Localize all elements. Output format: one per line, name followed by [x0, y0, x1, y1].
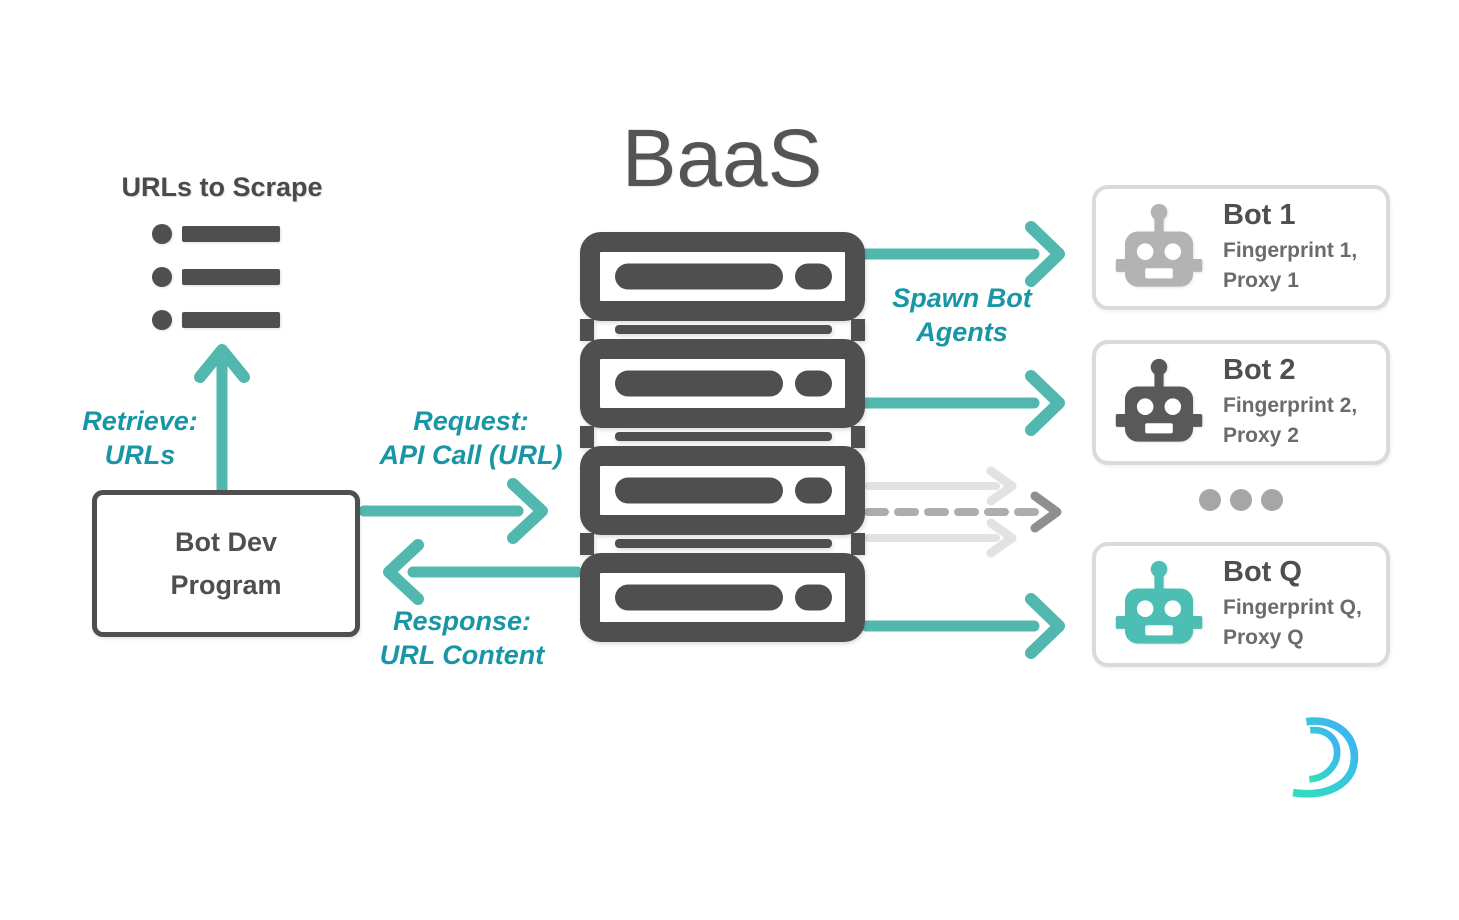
bot-dev-program-box: Bot Dev Program — [92, 490, 360, 637]
server-stack-icon — [580, 232, 865, 642]
bot-name: Bot 1 — [1223, 199, 1296, 231]
server-units — [580, 232, 865, 642]
ellipsis-dot — [1199, 489, 1221, 511]
urls-list-title: URLs to Scrape — [121, 172, 323, 202]
request-label: Request: API Call (URL) — [379, 406, 563, 470]
request-arrow — [358, 478, 548, 544]
response-label: Response: URL Content — [379, 606, 545, 670]
ellipsis-dot — [1230, 489, 1252, 511]
bot-card-q: Bot Q Fingerprint Q, Proxy Q — [1092, 542, 1390, 667]
bot-card-2: Bot 2 Fingerprint 2, Proxy 2 — [1092, 340, 1390, 465]
ellipsis-dot — [1261, 489, 1283, 511]
bot-name: Bot Q — [1223, 556, 1302, 588]
spawn-label: Spawn Bot Agents — [892, 283, 1032, 347]
url-list-icon — [152, 224, 280, 330]
bot-name: Bot 2 — [1223, 354, 1296, 386]
baas-title: BaaS — [621, 113, 823, 204]
robot-icon — [1115, 203, 1203, 287]
retrieve-arrow — [194, 344, 250, 495]
spawn-arrow-bot1 — [860, 221, 1065, 287]
retrieve-label: Retrieve: URLs — [82, 406, 198, 470]
robot-icon — [1115, 560, 1203, 644]
bot-details: Fingerprint Q, Proxy Q — [1223, 596, 1362, 649]
response-arrow — [383, 539, 583, 605]
faded-arrow-bottom — [864, 518, 1017, 558]
spawn-arrow-bot2 — [860, 370, 1065, 436]
d-letter-logo-icon — [1280, 717, 1359, 798]
bot-card-1: Bot 1 Fingerprint 1, Proxy 1 — [1092, 185, 1390, 310]
more-bots-ellipsis-icon — [1199, 489, 1283, 511]
bot-details: Fingerprint 2, Proxy 2 — [1223, 394, 1358, 447]
spawn-arrow-botq — [860, 593, 1065, 659]
dashed-arrow-middle — [864, 491, 1062, 533]
bot-dev-program-label: Bot Dev Program — [170, 526, 282, 600]
bot-details: Fingerprint 1, Proxy 1 — [1223, 239, 1358, 292]
robot-icon — [1115, 358, 1203, 442]
faded-arrow-top — [864, 466, 1017, 506]
